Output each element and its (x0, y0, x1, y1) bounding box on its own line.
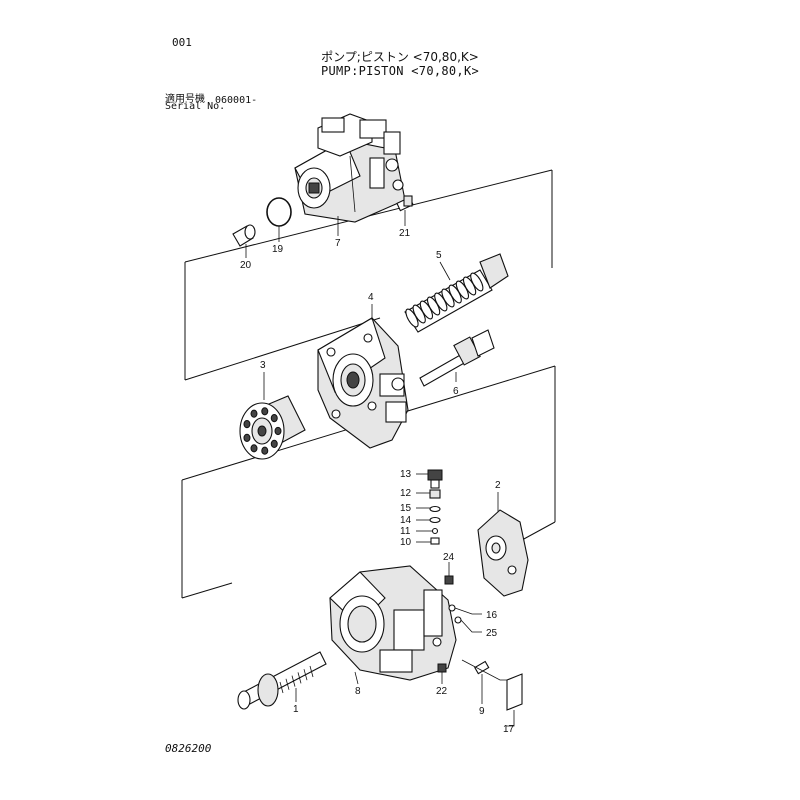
shaft-spline (309, 665, 314, 678)
callout-21: 21 (399, 228, 411, 239)
cylinder-bore (243, 420, 251, 429)
plate-17 (506, 673, 523, 711)
callout-25: 25 (486, 628, 498, 639)
cylinder-block (239, 395, 306, 460)
cylinder-bore (250, 409, 258, 418)
callout-7: 7 (335, 238, 341, 249)
title-english: PUMP:PISTON <70,80,K> (320, 64, 480, 78)
o-ring-19 (266, 197, 292, 227)
plug-13 (427, 469, 443, 489)
bolt-9 (474, 660, 490, 675)
valve-plate-housing (317, 317, 409, 449)
callout-6: 6 (453, 386, 459, 397)
shaft-spline (285, 678, 290, 690)
callout-2: 2 (495, 480, 501, 491)
callout-17: 17 (503, 724, 515, 735)
serial-number-value: 060001- (215, 95, 258, 106)
callout-19: 19 (272, 244, 284, 255)
cylinder-bore (261, 407, 269, 416)
callout-20: 20 (240, 260, 252, 271)
callout-4: 4 (368, 292, 374, 303)
cylinder-bore (274, 426, 282, 436)
bolt-21 (396, 195, 414, 212)
page-number: 001 (172, 36, 192, 49)
callout-14: 14 (400, 515, 412, 526)
callout-9: 9 (479, 706, 485, 717)
shaft-spline (303, 669, 308, 681)
callout-15: 15 (400, 503, 412, 514)
cylinder-bore (261, 446, 269, 455)
ring-15 (429, 505, 441, 513)
title-japanese: ポンプ;ピストン <70,80,K> (321, 50, 479, 64)
drive-shaft (237, 651, 327, 710)
spacer-14 (429, 516, 441, 524)
callout-1: 1 (293, 704, 299, 715)
serial-label-english: Serial No. (165, 101, 226, 112)
cylinder-bore (270, 439, 278, 448)
bushing-20 (232, 224, 256, 247)
leader-lines (245, 210, 515, 727)
callout-5: 5 (436, 250, 442, 261)
spring-coil (470, 272, 484, 292)
callout-8: 8 (355, 686, 361, 697)
shaft-spline (279, 681, 284, 694)
callout-22: 22 (436, 686, 448, 697)
callout-13: 13 (400, 469, 412, 480)
pump-regulator-assembly (294, 113, 406, 223)
serial-label-japanese: 適用号機 (165, 94, 205, 105)
shaft-spline (297, 672, 302, 684)
shaft-spline (291, 675, 296, 687)
callout-12: 12 (400, 488, 412, 499)
screw-24 (444, 575, 454, 585)
spring-assembly (404, 253, 509, 333)
callout-3: 3 (260, 360, 266, 371)
piston-rod (419, 329, 495, 387)
callout-24: 24 (443, 552, 455, 563)
ball-11 (431, 527, 439, 535)
seal-12 (429, 489, 441, 499)
cylinder-bore (243, 433, 251, 442)
callout-10: 10 (400, 537, 412, 548)
seat-10 (430, 537, 440, 545)
cylinder-bore (250, 444, 258, 453)
callout-11: 11 (400, 526, 411, 537)
drawing-number: 0826200 (165, 742, 212, 755)
bracket (477, 509, 529, 597)
pin-25 (454, 616, 462, 624)
callout-labels: 21 7 19 20 5 4 6 3 2 13 12 15 14 11 10 2… (240, 228, 515, 735)
bolt-22 (437, 663, 447, 673)
cylinder-bore (270, 414, 278, 423)
callout-16: 16 (486, 610, 498, 621)
pin-16 (448, 604, 456, 612)
main-pump-housing (329, 565, 457, 681)
